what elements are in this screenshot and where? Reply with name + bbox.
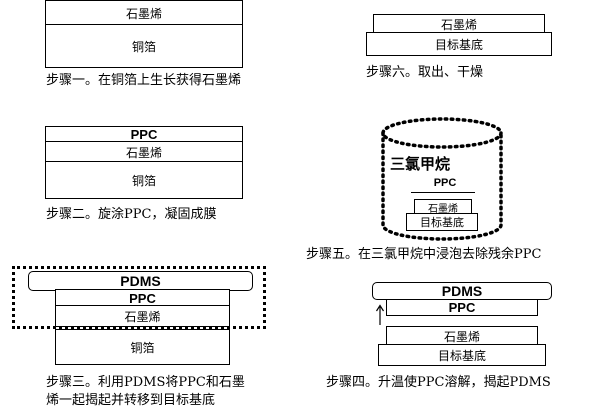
step4-diagram: PDMS PPC 石墨烯 目标基底 xyxy=(372,282,552,368)
step6-target-label: 目标基底 xyxy=(434,37,483,52)
step1-copper-label: 铜箔 xyxy=(131,39,156,54)
step4-pdms-layer: PDMS xyxy=(372,282,552,300)
step4-lift-arrow-icon xyxy=(375,304,385,325)
step6-graphene-layer: 石墨烯 xyxy=(373,14,545,34)
step2-ppc-label: PPC xyxy=(130,127,158,142)
step6-diagram: 石墨烯 目标基底 xyxy=(366,14,552,60)
step2-graphene-label: 石墨烯 xyxy=(125,145,162,160)
step3-graphene-layer: 石墨烯 xyxy=(55,305,230,327)
step1-graphene-label: 石墨烯 xyxy=(125,6,162,21)
step3-copper-foil-layer: 铜箔 xyxy=(55,329,230,365)
step3-ppc-label: PPC xyxy=(129,290,156,306)
step5-beaker-outline xyxy=(381,117,503,241)
step5-caption: 步骤五。在三氯甲烷中浸泡去除残余PPC xyxy=(306,247,542,262)
step3-dotted-outline xyxy=(12,266,266,329)
step5-graphene-label: 石墨烯 xyxy=(428,203,458,215)
step3-caption-line2: 烯一起揭起并转移到目标基底 xyxy=(46,393,216,408)
step3-copper-label: 铜箔 xyxy=(130,340,155,355)
step6-graphene-label: 石墨烯 xyxy=(440,17,477,32)
step5-target-label: 目标基底 xyxy=(420,216,464,229)
step4-caption: 步骤四。升温使PPC溶解，揭起PDMS xyxy=(326,375,551,390)
step1-caption: 步骤一。在铜箔上生长获得石墨烯 xyxy=(46,73,242,88)
step3-graphene-label: 石墨烯 xyxy=(124,309,161,324)
step5-target-substrate-layer: 目标基底 xyxy=(406,213,478,231)
step4-graphene-label: 石墨烯 xyxy=(443,329,480,344)
step5-ppc-label: PPC xyxy=(433,177,457,189)
step4-target-label: 目标基底 xyxy=(437,348,486,363)
step4-ppc-layer: PPC xyxy=(386,299,538,316)
step5-chloroform-label: 三氯甲烷 xyxy=(390,155,451,173)
step1-diagram: 石墨烯 铜箔 xyxy=(45,0,245,70)
step5-diagram: 三氯甲烷 PPC 石墨烯 目标基底 xyxy=(378,113,506,243)
step2-copper-foil-layer: 铜箔 xyxy=(45,161,243,199)
step1-graphene-layer: 石墨烯 xyxy=(45,0,243,26)
step2-caption: 步骤二。旋涂PPC，凝固成膜 xyxy=(46,207,217,222)
step3-pdms-layer: PDMS xyxy=(28,271,253,291)
step6-target-substrate-layer: 目标基底 xyxy=(366,32,552,56)
step1-copper-foil-layer: 铜箔 xyxy=(45,24,243,68)
step4-graphene-layer: 石墨烯 xyxy=(386,326,538,346)
step4-pdms-label: PDMS xyxy=(441,283,483,299)
step2-diagram: PPC 石墨烯 铜箔 xyxy=(45,126,245,202)
step3-pdms-label: PDMS xyxy=(120,273,161,289)
step6-caption: 步骤六。取出、干燥 xyxy=(366,65,484,80)
step2-copper-label: 铜箔 xyxy=(131,173,156,188)
step2-graphene-layer: 石墨烯 xyxy=(45,141,243,163)
step3-diagram: PDMS PPC 石墨烯 铜箔 xyxy=(28,271,253,371)
step3-caption-line1: 步骤三。利用PDMS将PPC和石墨 xyxy=(46,375,245,390)
step5-ppc-residue-line xyxy=(411,192,475,193)
step4-target-substrate-layer: 目标基底 xyxy=(378,344,546,366)
step4-ppc-label: PPC xyxy=(448,300,476,315)
